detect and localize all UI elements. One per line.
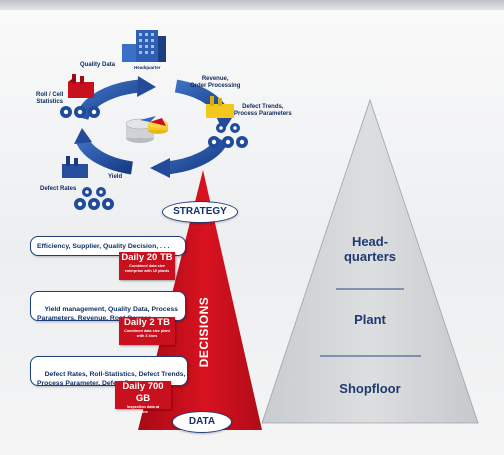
gear-icon: [102, 198, 114, 210]
gear-icon: [74, 106, 86, 118]
data-volume-tag-shopfloor: Daily 700 GB Inspection data at 1 line: [115, 381, 171, 414]
gear-icon: [216, 123, 226, 133]
volume-note: Combined data size plant with 3 lines: [124, 329, 170, 338]
gear-icon: [208, 136, 220, 148]
decisions-label: DECISIONS: [197, 296, 211, 368]
volume-note: Combined data size enterprise with 10 pl…: [124, 264, 170, 273]
data-volume-tag-headquarters: Daily 20 TB Combined data size enterpris…: [119, 252, 175, 280]
gear-icon: [222, 136, 234, 148]
volume-value: Daily 2 TB: [124, 317, 170, 328]
gear-icon: [96, 187, 106, 197]
gear-icon: [88, 106, 100, 118]
volume-note: Inspection data at 1 line: [126, 405, 160, 414]
database-icon: [125, 116, 168, 143]
gear-icon: [230, 123, 240, 133]
gear-icon: [60, 106, 72, 118]
decision-card-headquarters: Efficiency, Supplier, Quality Decision, …: [30, 236, 186, 256]
headquarter-label: Headquarter: [134, 65, 161, 70]
top-border: [0, 0, 504, 10]
defect-trends-label: Defect Trends, Process Parameters: [234, 104, 292, 117]
headquarters-building-icon: [122, 30, 166, 62]
volume-value: Daily 700 GB: [122, 381, 164, 404]
revenue-label: Revenue, Order Processing: [190, 76, 241, 89]
volume-value: Daily 20 TB: [121, 252, 173, 263]
pyramid-level-shopfloor: Shopfloor: [339, 381, 401, 396]
gear-icon: [74, 198, 86, 210]
quality-data-label: Quality Data: [80, 62, 116, 68]
factory-icon-bottom: [62, 156, 88, 178]
gear-icon: [88, 198, 100, 210]
data-oval: DATA: [172, 411, 232, 433]
data-volume-tag-plant: Daily 2 TB Combined data size plant with…: [119, 317, 175, 345]
hierarchy-pyramid: [261, 98, 479, 424]
decision-card-plant: Yield management, Quality Data, Process …: [30, 291, 186, 322]
gear-icons: [60, 106, 248, 210]
defect-rates-label: Defect Rates: [40, 186, 77, 192]
pyramid-level-headquarters: Head- quarters: [343, 234, 397, 264]
factory-icon-right: [206, 96, 234, 118]
strategy-oval: STRATEGY: [162, 201, 238, 223]
gear-icon: [236, 136, 248, 148]
roll-cell-statistics-label: Roll / Cell Statistics: [36, 92, 64, 105]
factory-icon-left: [68, 74, 94, 98]
pyramid-level-plant: Plant: [354, 312, 386, 327]
yield-label: Yield: [108, 174, 123, 180]
card-text: Efficiency, Supplier, Quality Decision, …: [37, 243, 170, 250]
gear-icon: [82, 187, 92, 197]
